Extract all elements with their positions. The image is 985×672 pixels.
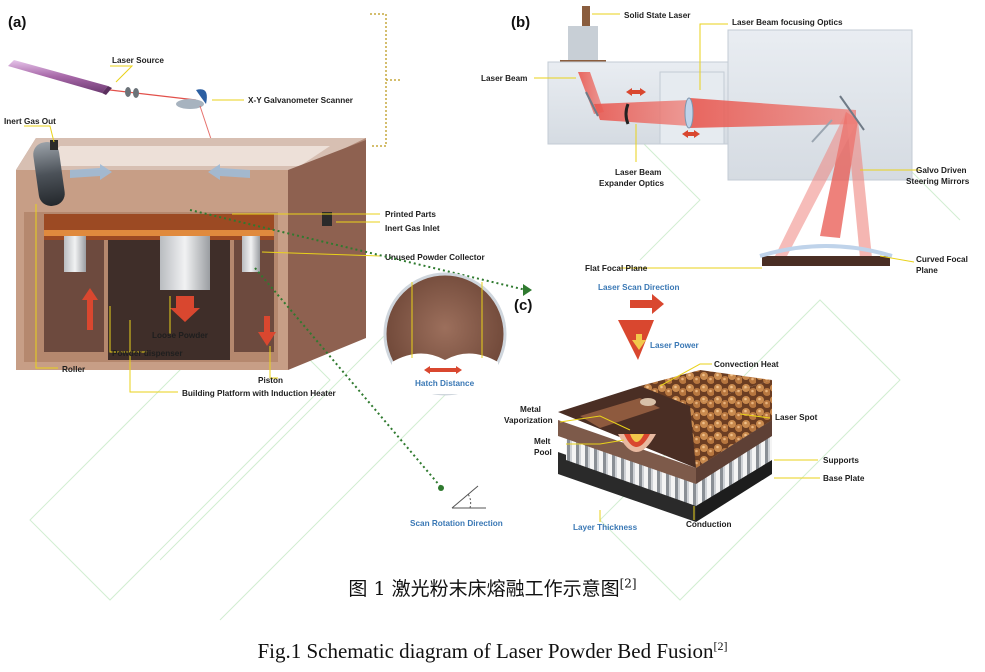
label-laser-power: Laser Power [650, 341, 700, 350]
label-curved-focal-2: Plane [916, 266, 938, 275]
scan-rotation: Scan Rotation Direction [410, 485, 503, 528]
label-galvo-mirrors-2: Steering Mirrors [906, 177, 970, 186]
melt-pool-block [558, 370, 772, 522]
label-curved-focal-1: Curved Focal [916, 255, 968, 264]
label-loose-powder: Loose Powder [152, 331, 209, 340]
hatch-distance-detail: Hatch Distance [383, 272, 507, 396]
label-inert-gas-out: Inert Gas Out [4, 117, 56, 126]
caption-english-text: Fig.1 Schematic diagram of Laser Powder … [257, 639, 714, 663]
label-flat-focal-plane: Flat Focal Plane [585, 264, 648, 273]
label-focusing-optics: Laser Beam focusing Optics [732, 18, 843, 27]
label-laser-beam: Laser Beam [481, 74, 527, 83]
scan-direction-arrow [630, 294, 664, 314]
label-scan-rotation: Scan Rotation Direction [410, 519, 503, 528]
label-powder-dispenser: Powder dispenser [112, 349, 183, 358]
panel-b-label: (b) [511, 14, 530, 31]
caption-chinese-ref: [2] [619, 576, 637, 591]
label-unused-powder-collector: Unused Powder Collector [385, 253, 485, 262]
label-laser-spot: Laser Spot [775, 413, 818, 422]
label-roller: Roller [62, 365, 86, 374]
label-convection-heat: Convection Heat [714, 360, 779, 369]
label-galvo-mirrors-1: Galvo Driven [916, 166, 967, 175]
label-metal-vap-1: Metal [520, 405, 541, 414]
label-solid-state-laser: Solid State Laser [624, 11, 691, 20]
caption-chinese-text: 图 1 激光粉末床熔融工作示意图 [348, 578, 620, 600]
leaders-b [534, 13, 920, 269]
label-metal-vap-2: Vaporization [504, 416, 553, 425]
label-layer-thickness: Layer Thickness [573, 523, 638, 532]
label-melt-pool-1: Melt [534, 437, 551, 446]
label-melt-pool-2: Pool [534, 448, 552, 457]
label-supports: Supports [823, 456, 859, 465]
caption-english-ref: [2] [713, 639, 728, 653]
caption-english: Fig.1 Schematic diagram of Laser Powder … [0, 639, 985, 664]
label-conduction: Conduction [686, 520, 731, 529]
caption-chinese: 图 1 激光粉末床熔融工作示意图[2] [0, 574, 985, 601]
label-expander-optics-2: Expander Optics [599, 179, 665, 188]
label-base-plate: Base Plate [823, 474, 865, 483]
build-chamber [16, 138, 366, 370]
label-printed-parts: Printed Parts [385, 210, 436, 219]
label-piston: Piston [258, 376, 283, 385]
panel-c-label: (c) [514, 297, 532, 314]
label-building-platform: Building Platform with Induction Heater [182, 389, 337, 398]
label-galvo-scanner: X-Y Galvanometer Scanner [248, 96, 354, 105]
label-hatch-distance: Hatch Distance [415, 379, 475, 388]
laser-source [8, 60, 197, 101]
label-laser-scan-direction: Laser Scan Direction [598, 283, 679, 292]
panel-a-label: (a) [8, 14, 26, 31]
label-laser-source: Laser Source [112, 56, 164, 65]
leaders-a [24, 65, 381, 393]
label-expander-optics-1: Laser Beam [615, 168, 661, 177]
laser-power-cone [618, 320, 654, 360]
leaders-c [559, 363, 820, 522]
optics-assembly [547, 6, 913, 266]
label-inert-gas-inlet: Inert Gas Inlet [385, 224, 440, 233]
